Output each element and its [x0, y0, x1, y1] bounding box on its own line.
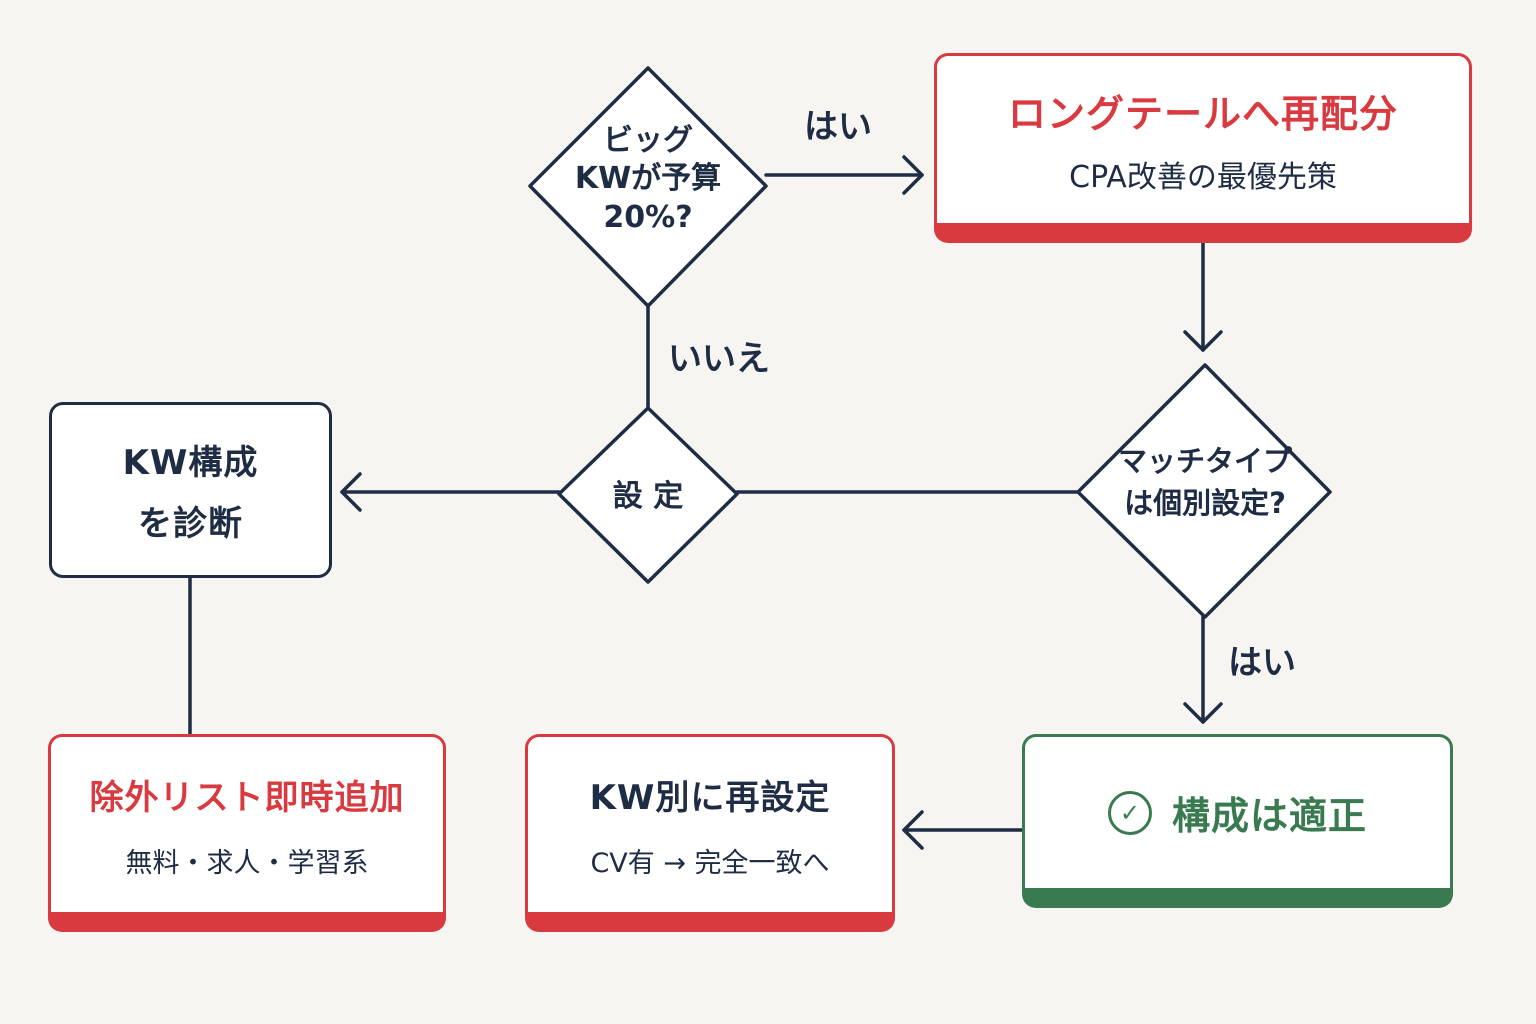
decision-line: は個別設定? [1124, 486, 1286, 521]
box-kw-diag-line2: を診断 [138, 504, 243, 544]
arrowhead-reset [902, 810, 924, 850]
box-proper-title: 構成は適正 [1171, 794, 1367, 838]
box-kw-diag-line1: KW構成 [122, 443, 259, 483]
arrowhead-proper [1183, 702, 1223, 724]
box-longtail: ロングテールへ再配分 CPA改善の最優先策 [934, 53, 1472, 243]
edge-label-yes-right: はい [1228, 643, 1296, 683]
box-exclude-title: 除外リスト即時追加 [89, 777, 405, 818]
decision-text-match-type: マッチタイプ は個別設定? [1100, 440, 1310, 524]
edge-label-yes-top: はい [804, 107, 872, 147]
decision-line: マッチタイプ [1117, 444, 1292, 478]
decision-text-big-kw: ビッグ KWが予算 20%? [548, 122, 748, 237]
box-kw-diag: KW構成 を診断 [49, 402, 332, 578]
box-proper-row: ✓ 構成は適正 [1107, 785, 1367, 840]
decision-line: KWが予算 [574, 161, 722, 197]
box-longtail-sub: CPA改善の最優先策 [1069, 160, 1337, 195]
box-reset-title: KW別に再設定 [589, 777, 831, 818]
box-proper: ✓ 構成は適正 [1022, 734, 1453, 908]
decision-text-middle: 設 定 [578, 478, 718, 516]
box-reset: KW別に再設定 CV有 → 完全一致へ [525, 734, 895, 932]
edge-label-no: いいえ [668, 339, 770, 379]
box-exclude: 除外リスト即時追加 無料・求人・学習系 [48, 734, 446, 932]
arrowhead-longtail [902, 155, 924, 195]
box-longtail-title: ロングテールへ再配分 [1007, 92, 1398, 136]
decision-diamond-middle [557, 406, 739, 584]
decision-line: 20%? [603, 199, 693, 235]
arrowhead-kw-diag [340, 472, 362, 512]
box-exclude-sub: 無料・求人・学習系 [125, 847, 369, 879]
check-circle-icon: ✓ [1107, 790, 1152, 835]
decision-line: 設 定 [612, 479, 684, 514]
box-reset-sub: CV有 → 完全一致へ [590, 847, 830, 879]
decision-line: ビッグ [603, 123, 693, 158]
decision-diamond-match-type [1076, 363, 1332, 619]
arrowhead-match-type [1183, 330, 1223, 352]
